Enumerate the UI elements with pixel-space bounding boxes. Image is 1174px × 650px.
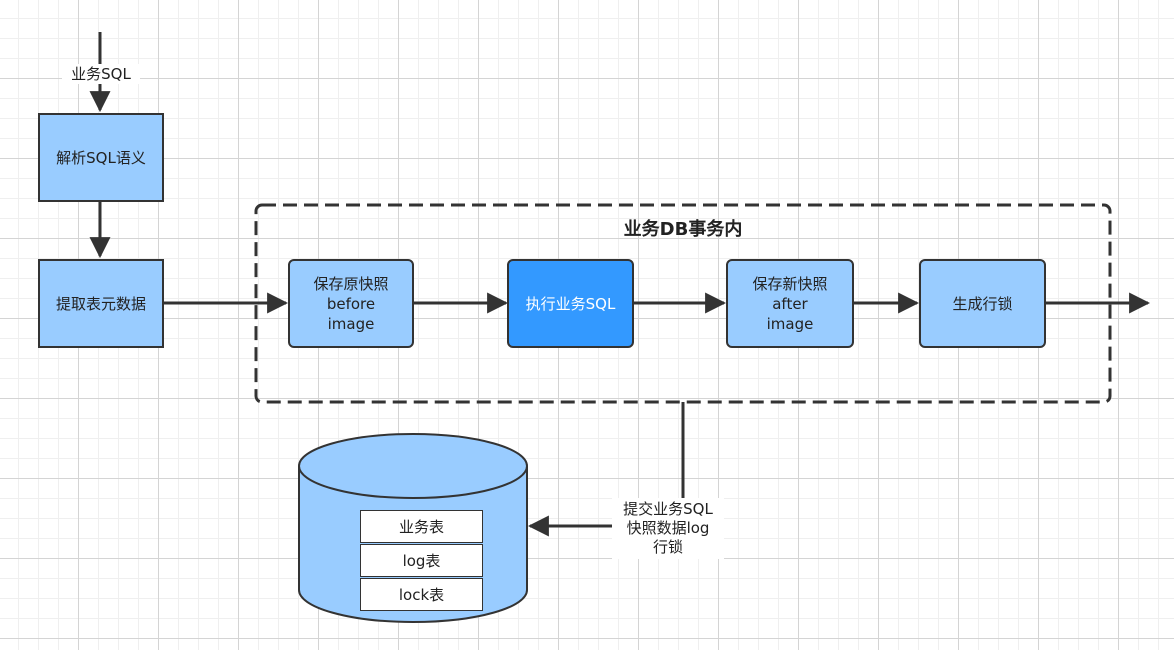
transaction-group-border [254, 203, 1112, 404]
transaction-group-title: 业务DB事务内 [623, 219, 743, 240]
save-before-image-box[interactable]: 保存原快照 before image [288, 259, 414, 348]
save-after-image-box[interactable]: 保存新快照 after image [726, 259, 854, 348]
business-table[interactable]: 业务表 [360, 510, 483, 543]
execute-sql-box[interactable]: 执行业务SQL [507, 259, 634, 348]
extract-metadata-box[interactable]: 提取表元数据 [38, 259, 164, 348]
generate-row-lock-box[interactable]: 生成行锁 [919, 259, 1046, 348]
lock-table[interactable]: lock表 [360, 578, 483, 611]
input-sql-label: 业务SQL [62, 64, 140, 84]
parse-sql-box[interactable]: 解析SQL语义 [38, 113, 164, 202]
commit-label: 提交业务SQL 快照数据log 行锁 [612, 498, 724, 559]
log-table[interactable]: log表 [360, 544, 483, 577]
